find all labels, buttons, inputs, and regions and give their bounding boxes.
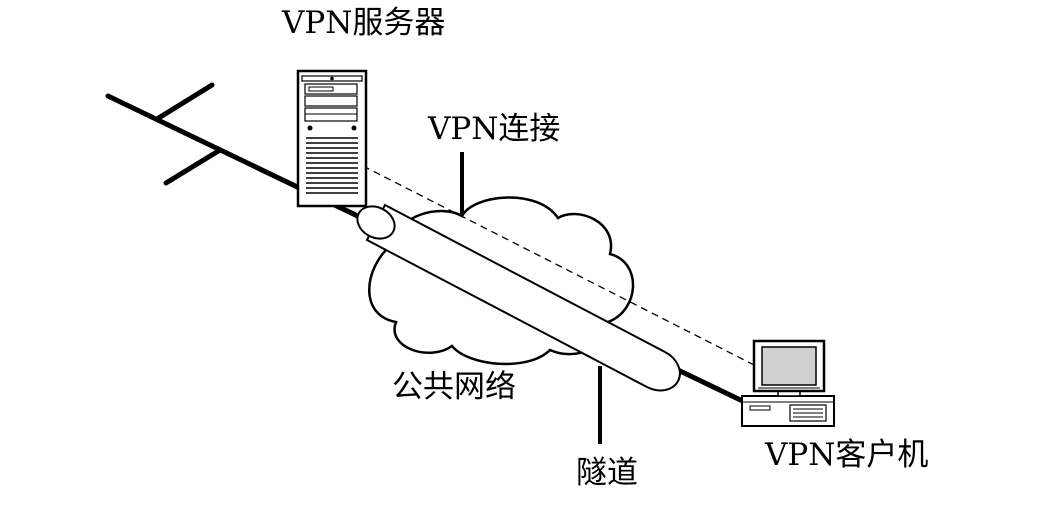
tunnel-label: 隧道	[576, 455, 638, 491]
desktop-computer-icon	[741, 339, 835, 427]
vpn-client-label: VPN客户机	[765, 437, 929, 473]
server-tower-icon	[296, 69, 368, 208]
public-network-label: 公共网络	[392, 369, 516, 405]
tunnel-cylinder	[356, 203, 681, 392]
vpn-connection-label: VPN连接	[428, 111, 561, 147]
vpn-server-label: VPN服务器	[282, 5, 446, 41]
vpn-connection-line	[362, 165, 761, 369]
